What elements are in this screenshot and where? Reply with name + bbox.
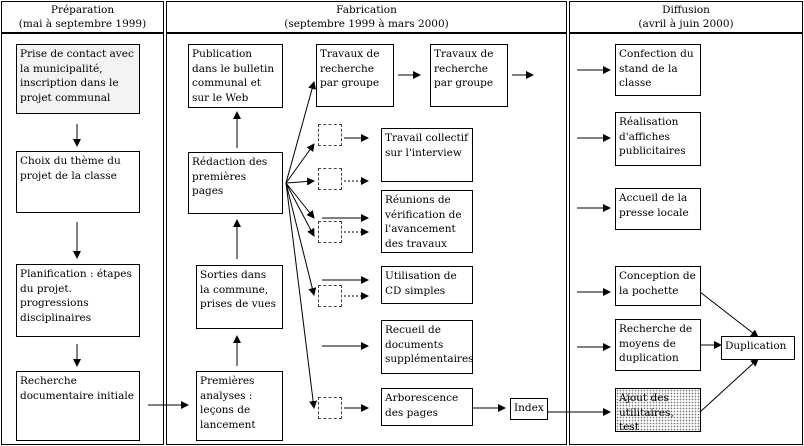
placeholder-box-5 (318, 397, 342, 419)
step-travaux-1: Travaux de recherche par groupe (316, 44, 394, 107)
diffusion-body-frame (569, 33, 803, 445)
diffusion-header-frame (569, 1, 803, 33)
diffusion-dates: (avril à juin 2000) (638, 18, 734, 30)
fan-to-dash-4 (285, 182, 315, 237)
step-recherche-moyens: Recherche de moyens de duplication (615, 319, 701, 371)
placeholder-box-4 (318, 285, 342, 307)
fan-to-dash-2 (285, 177, 315, 186)
step-arborescence: Arborescence des pages (381, 388, 473, 426)
placeholder-box-3 (318, 221, 342, 243)
step-publication: Publication dans le bulletin communal et… (188, 44, 283, 108)
step-accueil: Accueil de la presse locale (615, 188, 701, 230)
fan-to-collectif (285, 143, 315, 184)
step-travaux-2: Travaux de recherche par groupe (430, 44, 508, 107)
step-duplication: Duplication (721, 336, 795, 360)
step-reunions: Réunions de vérification de l'avancement… (381, 190, 473, 253)
step-premieres-analyses: Premières analyses : leçons de lancement (196, 371, 283, 441)
placeholder-box-2 (318, 168, 342, 190)
step-confection: Confection du stand de la classe (615, 44, 701, 96)
preparation-header: Préparation (mai à septembre 1999) (1, 3, 164, 31)
fan-to-arborescence (285, 182, 318, 409)
fabrication-dates: (septembre 1999 à mars 2000) (284, 18, 449, 30)
fabrication-header-frame (166, 1, 567, 33)
preparation-dates: (mai à septembre 1999) (18, 18, 147, 30)
fan-to-reunions (285, 182, 315, 219)
step-sorties: Sorties dans la commune, prises de vues (196, 265, 283, 329)
fan-to-cd (285, 182, 317, 296)
placeholder-box-1 (318, 124, 342, 146)
preparation-header-frame (1, 1, 164, 33)
step-choix-du-theme: Choix du thème du projet de la classe (16, 151, 140, 213)
preparation-title: Préparation (50, 4, 115, 16)
arrow-conception-to-duplication (699, 291, 759, 338)
step-index: Index (510, 398, 548, 420)
step-recueil: Recueil de documents supplémentaires (381, 320, 473, 374)
diffusion-header: Diffusion (avril à juin 2000) (569, 3, 803, 31)
fabrication-body-frame (166, 33, 567, 445)
step-conception: Conception de la pochette (615, 266, 701, 306)
preparation-body-frame (1, 33, 164, 445)
step-prise-de-contact: Prise de contact avec la municipalité, i… (16, 44, 140, 114)
step-redaction: Rédaction des premières pages (188, 152, 283, 214)
step-planification: Planification : étapes du projet. progre… (16, 264, 140, 337)
arrow-ajout-to-duplication (699, 358, 759, 413)
step-recherche-documentaire: Recherche documentaire initiale (16, 371, 140, 441)
fan-to-travaux (285, 81, 316, 184)
step-utilisation-cd: Utilisation de CD simples (381, 266, 473, 304)
step-realisation: Réalisation d'affiches publicitaires (615, 112, 701, 166)
step-travail-collectif: Travail collectif sur l'interview (381, 128, 473, 182)
diffusion-title: Diffusion (662, 4, 710, 16)
fabrication-title: Fabrication (336, 4, 397, 16)
fabrication-header: Fabrication (septembre 1999 à mars 2000) (166, 3, 567, 31)
step-ajout-utilitaires: Ajout des utilitaires, test (615, 388, 701, 432)
